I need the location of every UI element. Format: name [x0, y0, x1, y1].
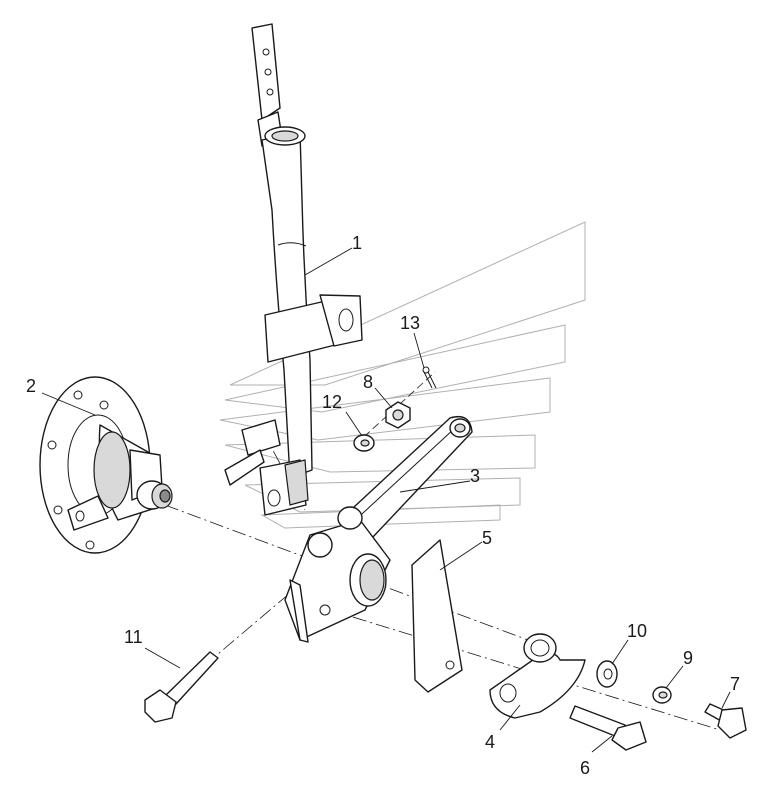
- callout-11: 11: [124, 627, 143, 647]
- part-9-washer: [652, 686, 672, 704]
- callout-1: 1: [352, 233, 362, 253]
- part-3-steering-arm: [284, 415, 473, 643]
- part-1-column: [224, 23, 363, 516]
- part-7-bolt: [704, 703, 747, 739]
- part-8-nut: [385, 401, 411, 429]
- callout-7: 7: [730, 674, 740, 694]
- part-2-hub: [39, 376, 173, 554]
- callout-10: 10: [627, 621, 647, 641]
- callout-8: 8: [363, 372, 373, 392]
- callout-9: 9: [683, 648, 693, 668]
- part-12-washer: [353, 434, 375, 452]
- callout-2: 2: [26, 376, 36, 396]
- part-13-pin: [422, 366, 437, 389]
- leader-lines: [41, 247, 731, 753]
- callout-5: 5: [482, 528, 492, 548]
- part-4-clamp: [489, 633, 586, 719]
- part-10-washer: [596, 660, 618, 688]
- callout-6: 6: [580, 758, 590, 778]
- part-6-bolt: [569, 705, 647, 751]
- callout-4: 4: [485, 732, 495, 752]
- callout-12: 12: [322, 392, 342, 412]
- part-5-plate: [411, 539, 463, 693]
- callout-13: 13: [400, 313, 420, 333]
- part-11-bolt: [144, 651, 219, 723]
- callout-3: 3: [470, 466, 480, 486]
- callouts: 1 2 3 4 5 6 7 8 9 10 11 12 13: [26, 233, 740, 778]
